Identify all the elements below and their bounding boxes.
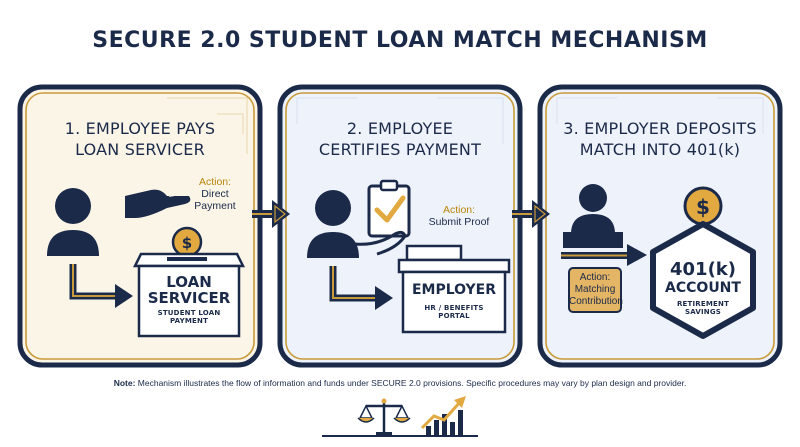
growth-chart-icon	[420, 396, 466, 436]
clipboard-check-icon	[354, 179, 411, 256]
person-icon	[47, 188, 99, 256]
step-panel-1: 1. EMPLOYEE PAYS LOAN SERVICER $	[17, 84, 263, 368]
svg-text:$: $	[696, 195, 710, 219]
401k-account-box: 401(k) ACCOUNT RETIREMENT SAVINGS	[665, 259, 741, 317]
connector-arrow-2	[512, 200, 550, 228]
step-title: 2. EMPLOYEE CERTIFIES PAYMENT	[318, 119, 482, 159]
dollar-coin-icon: $	[683, 186, 723, 226]
loan-servicer-box: LOAN SERVICER STUDENT LOAN PAYMENT	[147, 273, 231, 325]
flow-arrow-icon	[561, 244, 647, 266]
hexagon-account-icon	[650, 221, 756, 339]
action-label: Action: Direct Payment	[194, 176, 236, 212]
scales-icon	[357, 398, 411, 436]
banker-icon	[563, 184, 623, 248]
step-2-scene	[307, 179, 511, 334]
step-panel-2: 2. EMPLOYEE CERTIFIES PAYMENT Action: Su…	[277, 84, 523, 368]
employer-box: EMPLOYER HR / BENEFITS PORTAL	[411, 282, 497, 320]
connector-arrow-1	[252, 200, 290, 228]
action-box	[568, 267, 622, 313]
action-label: Action: Submit Proof	[428, 204, 490, 228]
footnote: Note: Mechanism illustrates the flow of …	[113, 378, 687, 388]
flow-arrow-icon	[69, 264, 133, 308]
step-title: 1. EMPLOYEE PAYS LOAN SERVICER	[64, 119, 216, 159]
step-1-scene: $	[47, 188, 246, 338]
step-panel-3: 3. EMPLOYER DEPOSITS MATCH INTO 401(k) $…	[537, 84, 783, 368]
office-printer-icon	[397, 244, 511, 334]
step-3-scene: $	[561, 184, 756, 339]
person-icon	[307, 190, 359, 258]
action-label: Action: Matching Contribution	[569, 272, 623, 307]
flow-arrow-icon	[329, 266, 393, 310]
svg-text:$: $	[182, 234, 192, 252]
step-title: 3. EMPLOYER DEPOSITS MATCH INTO 401(k)	[563, 119, 757, 159]
ballot-box-icon	[132, 252, 246, 338]
dollar-coin-icon: $	[171, 226, 203, 258]
hand-coin-icon	[125, 189, 191, 218]
footer-illustration	[322, 396, 478, 437]
page-title: SECURE 2.0 STUDENT LOAN MATCH MECHANISM	[92, 28, 708, 53]
